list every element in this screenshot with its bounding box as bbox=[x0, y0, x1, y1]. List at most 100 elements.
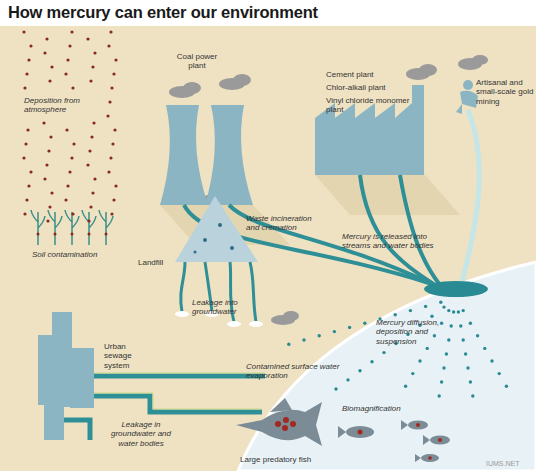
pipe-edge bbox=[94, 393, 262, 409]
mercury-dot bbox=[86, 163, 89, 166]
sky bbox=[0, 0, 536, 26]
mercury-dot bbox=[440, 322, 443, 325]
mercury-dot bbox=[440, 380, 443, 383]
annotation: Cement plant bbox=[326, 70, 436, 79]
mercury-dot bbox=[471, 394, 474, 397]
mercury-dot bbox=[88, 149, 91, 152]
mercury-dot bbox=[90, 135, 93, 138]
mercury-dot bbox=[37, 233, 40, 236]
cloud bbox=[233, 74, 251, 86]
mercury-dot bbox=[452, 310, 455, 313]
mercury-dot bbox=[49, 135, 52, 138]
annotation: Leakage in groundwater and water bodies bbox=[102, 420, 180, 448]
annotation: Mercury is released into streams and wat… bbox=[342, 232, 442, 251]
mercury-dot bbox=[23, 86, 26, 89]
mercury-dot bbox=[348, 326, 351, 329]
tail bbox=[401, 420, 408, 430]
mercury-dot bbox=[442, 366, 445, 369]
annotation: Biomagnification bbox=[342, 404, 422, 413]
factory bbox=[315, 85, 424, 175]
pool bbox=[175, 311, 189, 317]
mercury-dot bbox=[112, 198, 115, 201]
annotation: Artisanal and small-scale gold mining bbox=[476, 78, 536, 106]
mercury-dot bbox=[438, 394, 441, 397]
mercury-dot bbox=[92, 121, 95, 124]
mercury-dot bbox=[89, 205, 92, 208]
mercury-dot bbox=[65, 128, 68, 131]
mercury-dot bbox=[409, 309, 412, 312]
mercury-dot bbox=[462, 338, 465, 341]
leak bbox=[250, 262, 256, 322]
mercury-dot bbox=[466, 366, 469, 369]
mercury-dot bbox=[89, 79, 92, 82]
mercury-dot bbox=[109, 156, 112, 159]
mercury-dot bbox=[462, 309, 465, 312]
mercury-dot bbox=[382, 351, 385, 354]
mercury-dot bbox=[25, 72, 28, 75]
annotation: Contamined surface water evaporation bbox=[246, 362, 342, 381]
annotation: Soil contamination bbox=[32, 250, 122, 259]
mercury-dot bbox=[22, 30, 25, 33]
landfill-mound bbox=[175, 196, 258, 262]
mercury-dot bbox=[71, 86, 74, 89]
mercury-dot bbox=[282, 425, 288, 431]
mercury-dot bbox=[469, 380, 472, 383]
atmospheric-deposition bbox=[22, 30, 117, 222]
mercury-diffusion-dots bbox=[287, 301, 508, 398]
mercury-dot bbox=[447, 338, 450, 341]
mercury-dot bbox=[114, 184, 117, 187]
fin bbox=[270, 398, 292, 412]
plant bbox=[48, 210, 62, 245]
mercury-dot bbox=[109, 30, 112, 33]
mercury-dot bbox=[47, 149, 50, 152]
mercury-dot bbox=[411, 372, 414, 375]
mercury-dot bbox=[358, 369, 361, 372]
pipe bbox=[400, 175, 440, 285]
predatory-fish bbox=[236, 398, 322, 446]
pipe-outline bbox=[94, 373, 265, 409]
annotation: Deposition from atmosphere bbox=[24, 96, 96, 115]
mercury-dot bbox=[93, 51, 96, 54]
debris bbox=[218, 223, 222, 227]
mercury-dot bbox=[64, 72, 67, 75]
tail bbox=[423, 435, 430, 445]
annotation: Urban sewage system bbox=[104, 342, 154, 370]
mercury-dot bbox=[498, 372, 501, 375]
mercury-dot bbox=[358, 430, 363, 435]
mercury-dot bbox=[68, 170, 71, 173]
mercury-dot bbox=[424, 305, 427, 308]
debris bbox=[203, 238, 207, 242]
annotation: Waste incineration and cremation bbox=[246, 214, 318, 233]
mercury-dot bbox=[505, 385, 508, 388]
mercury-dot bbox=[416, 423, 420, 427]
polluted-pond bbox=[424, 281, 488, 297]
mercury-dot bbox=[490, 359, 493, 362]
annotation: Large predatory fish bbox=[240, 455, 330, 464]
mercury-dot bbox=[72, 142, 75, 145]
mercury-dot bbox=[107, 44, 110, 47]
mercury-dot bbox=[71, 233, 74, 236]
mercury-dot bbox=[394, 313, 397, 316]
annotation: Mercury diffusion, deposition and suspen… bbox=[376, 318, 468, 346]
pipe-edge bbox=[94, 373, 265, 374]
watermark: IUMS.NET bbox=[486, 460, 536, 468]
mercury-dot bbox=[363, 322, 366, 325]
ground bbox=[0, 26, 536, 471]
mercury-dot bbox=[445, 352, 448, 355]
pool bbox=[227, 321, 241, 327]
fish bbox=[430, 436, 450, 445]
mercury-dot bbox=[111, 142, 114, 145]
mercury-dot bbox=[442, 305, 445, 308]
mercury-dot bbox=[45, 37, 48, 40]
mercury-dot bbox=[46, 219, 49, 222]
mercury-dot bbox=[108, 100, 111, 103]
building bbox=[52, 312, 72, 407]
mercury-dot bbox=[45, 163, 48, 166]
annotation: Leakage into groundwater bbox=[192, 298, 262, 317]
pipe bbox=[360, 175, 435, 285]
leak bbox=[181, 262, 185, 312]
mercury-dot bbox=[275, 421, 281, 427]
mercury-dot bbox=[334, 387, 337, 390]
mercury-dot bbox=[110, 86, 113, 89]
mercury-dot bbox=[459, 324, 462, 327]
